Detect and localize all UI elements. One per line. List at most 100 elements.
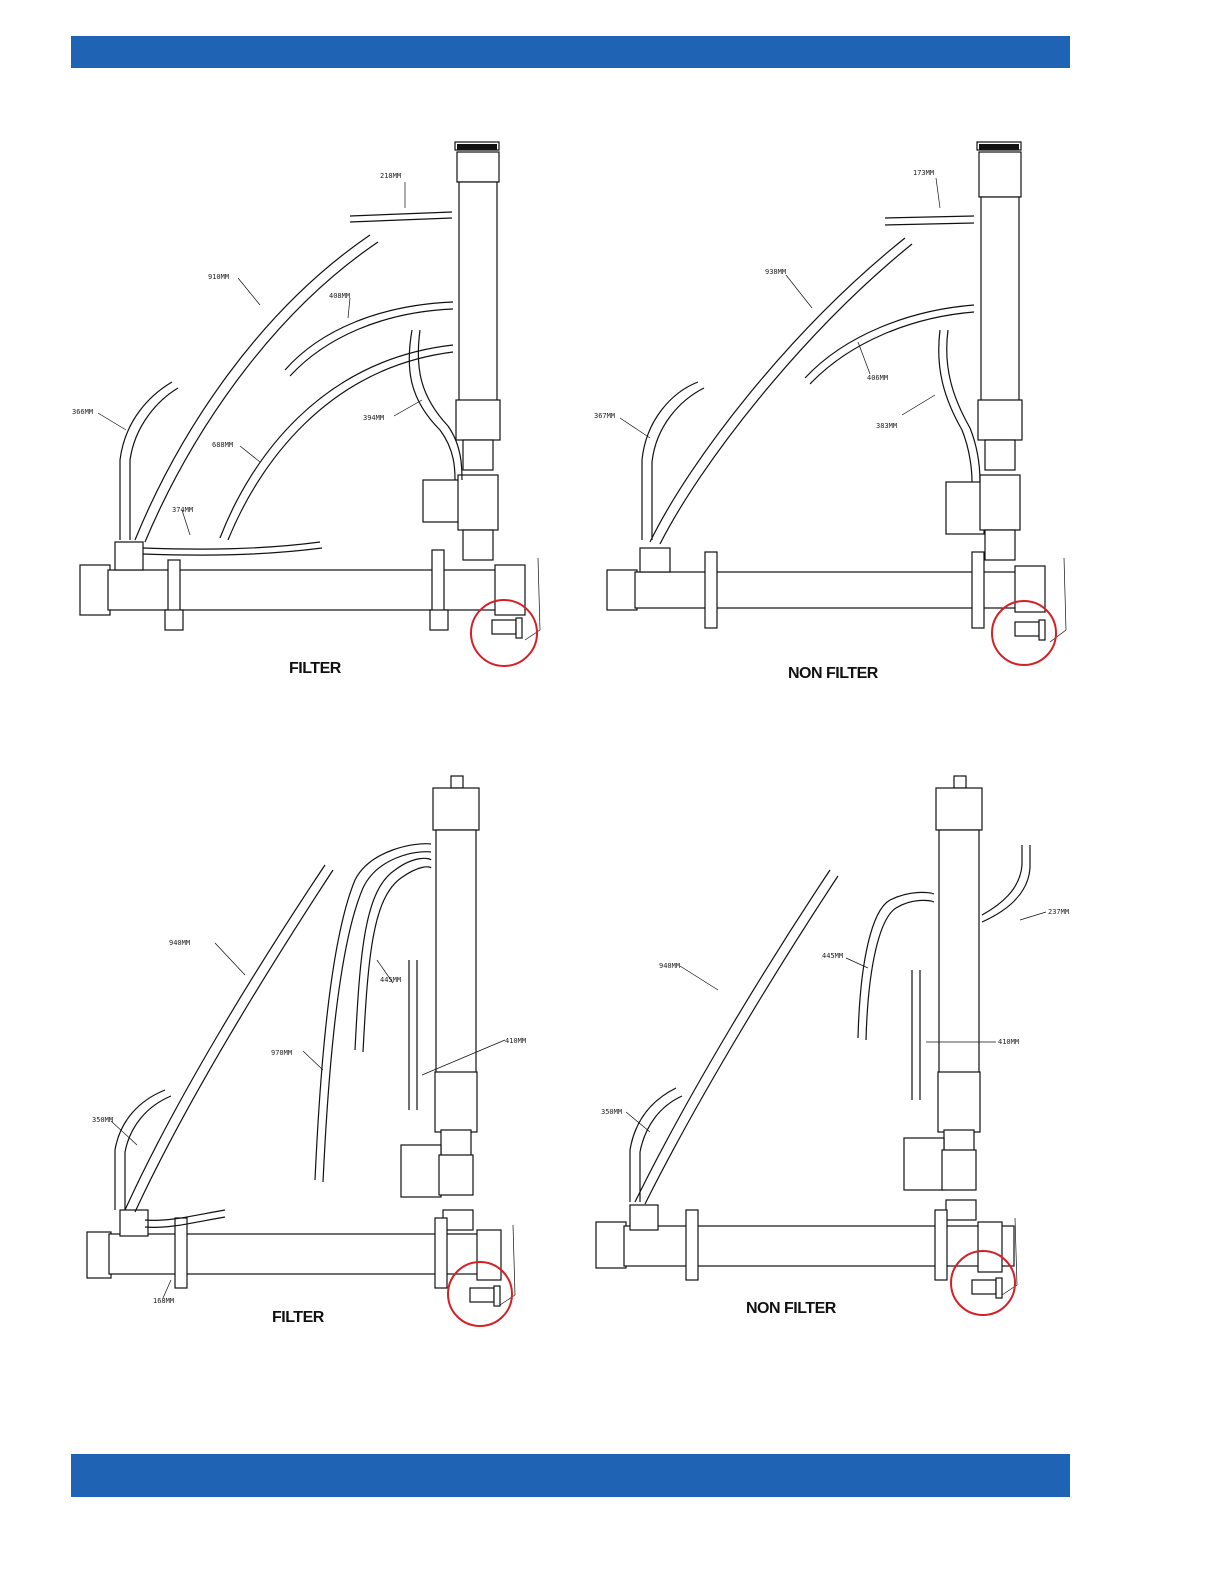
hose-b (355, 858, 431, 1050)
column-body (436, 830, 476, 1075)
column-neck (985, 440, 1015, 470)
hose-e (630, 1088, 676, 1202)
column-reducer (938, 1072, 980, 1132)
valve-handle (494, 1286, 500, 1306)
dim-label: 970MM (271, 1049, 292, 1057)
diagram-caption: FILTER (272, 1309, 324, 1327)
valve-handle (996, 1278, 1002, 1298)
drain-valve (1015, 622, 1039, 636)
pump-motor (401, 1145, 441, 1197)
bracket (175, 1218, 187, 1288)
column-top (979, 152, 1021, 197)
column-reducer (456, 400, 500, 440)
diagram-filter-bottom: 940MM 445MM 970MM 410MM 350MM 168MM FILT… (75, 770, 555, 1370)
pump-motor (423, 480, 461, 522)
dim-label: 406MM (867, 374, 888, 382)
column-top (433, 788, 479, 830)
pump-motor (904, 1138, 944, 1190)
hose-a (125, 865, 325, 1210)
manifold-tee (640, 548, 670, 572)
pipe-assembly-drawing: 173MM 938MM 406MM 367MM 383MM (590, 130, 1080, 690)
pump-outlet (946, 1200, 976, 1220)
hose-a (350, 212, 452, 216)
pump-housing (942, 1150, 976, 1190)
column-body (981, 197, 1019, 402)
column-body (459, 182, 497, 402)
manifold-end-left (80, 565, 110, 615)
column-cap-band (457, 144, 497, 150)
dim-label: 445MM (822, 952, 843, 960)
manifold-end-right (495, 565, 525, 615)
dim-label: 910MM (208, 273, 229, 281)
hose-f (220, 345, 453, 538)
bracket-foot (165, 610, 183, 630)
dim-label: 374MM (172, 506, 193, 514)
dim-label: 394MM (363, 414, 384, 422)
column-nut (451, 776, 463, 788)
header-band (71, 36, 1070, 68)
drain-valve (492, 620, 516, 634)
hose-a (885, 216, 974, 218)
hose-e (939, 330, 972, 482)
manifold-tee (120, 1210, 148, 1236)
dim-label: 237MM (1048, 908, 1069, 916)
manifold-end-left (596, 1222, 626, 1268)
dim-label: 410MM (998, 1038, 1019, 1046)
pump-housing (980, 475, 1020, 530)
bracket (935, 1210, 947, 1280)
dim-label: 410MM (505, 1037, 526, 1045)
hose-e (115, 1090, 165, 1210)
bracket (435, 1218, 447, 1288)
valve-handle (1039, 620, 1045, 640)
pump-housing (458, 475, 498, 530)
dim-label: 383MM (876, 422, 897, 430)
dim-label: 168MM (153, 1297, 174, 1305)
manifold-end-right (477, 1230, 501, 1280)
dim-label: 366MM (72, 408, 93, 416)
dim-label: 408MM (329, 292, 350, 300)
drain-valve (470, 1288, 494, 1302)
manifold-end-left (607, 570, 637, 610)
dim-label: 218MM (380, 172, 401, 180)
dim-label: 938MM (765, 268, 786, 276)
pump-outlet (985, 530, 1015, 560)
column-top (936, 788, 982, 830)
column-reducer (978, 400, 1022, 440)
manifold-tee (630, 1205, 658, 1230)
dim-label: 940MM (169, 939, 190, 947)
column-nut (954, 776, 966, 788)
hose-d (120, 382, 172, 540)
column-body (939, 830, 979, 1075)
bracket (972, 552, 984, 628)
dim-label: 940MM (659, 962, 680, 970)
hose-a (982, 845, 1022, 915)
pump-motor (946, 482, 984, 534)
hose-g (143, 542, 320, 549)
column-top (457, 152, 499, 182)
diagram-nonfilter-top: 173MM 938MM 406MM 367MM 383MM NON FILTER (590, 130, 1080, 690)
footer-band (71, 1454, 1070, 1497)
manifold-tee (115, 542, 143, 570)
bracket (705, 552, 717, 628)
diagram-nonfilter-bottom: 237MM 940MM 445MM 410MM 350MM NON FILTER (590, 770, 1080, 1370)
hose-c (315, 844, 431, 1180)
diagram-caption: NON FILTER (746, 1300, 836, 1318)
diagram-caption: FILTER (289, 660, 341, 678)
valve-wire (1050, 558, 1066, 642)
pump-outlet (463, 530, 493, 560)
valve-handle (516, 618, 522, 638)
manifold-pipe (624, 1226, 1014, 1266)
dim-label: 350MM (92, 1116, 113, 1124)
dim-label: 367MM (594, 412, 615, 420)
dim-label: 445MM (380, 976, 401, 984)
diagram-caption: NON FILTER (788, 665, 878, 683)
drain-valve (972, 1280, 996, 1294)
column-neck (463, 440, 493, 470)
dim-label: 350MM (601, 1108, 622, 1116)
hose-c (285, 302, 453, 370)
hose-c (858, 892, 934, 1038)
manifold-end-right (978, 1222, 1002, 1272)
pump-housing (439, 1155, 473, 1195)
bracket-foot (430, 610, 448, 630)
pipe-assembly-drawing: 940MM 445MM 970MM 410MM 350MM 168MM (75, 770, 555, 1370)
